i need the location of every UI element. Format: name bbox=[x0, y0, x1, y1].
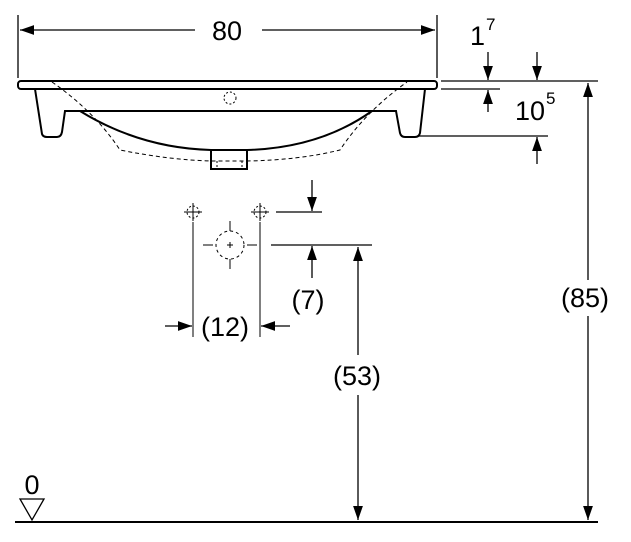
drain-height-label: (53) bbox=[333, 361, 381, 391]
drain-outlet bbox=[210, 149, 248, 170]
right-body bbox=[246, 88, 426, 151]
depth-label: 10 bbox=[515, 96, 545, 126]
tap-holes bbox=[184, 203, 269, 337]
total-height-label: (85) bbox=[561, 283, 609, 313]
washbasin bbox=[17, 80, 438, 170]
tap-spacing-label: (12) bbox=[201, 312, 249, 342]
rim-thickness-label: 1 bbox=[470, 21, 485, 51]
tap-offset-label: (7) bbox=[292, 285, 325, 315]
basin-rim bbox=[17, 80, 438, 90]
bowl-hidden-line bbox=[51, 81, 408, 162]
left-body bbox=[34, 88, 212, 151]
overflow-icon bbox=[223, 91, 237, 105]
width-label: 80 bbox=[212, 16, 242, 46]
floor-level-label: 0 bbox=[24, 470, 39, 500]
floor-level-triangle-icon bbox=[18, 498, 46, 522]
rim-thickness-sup: 7 bbox=[486, 15, 495, 34]
depth-sup: 5 bbox=[546, 89, 555, 108]
